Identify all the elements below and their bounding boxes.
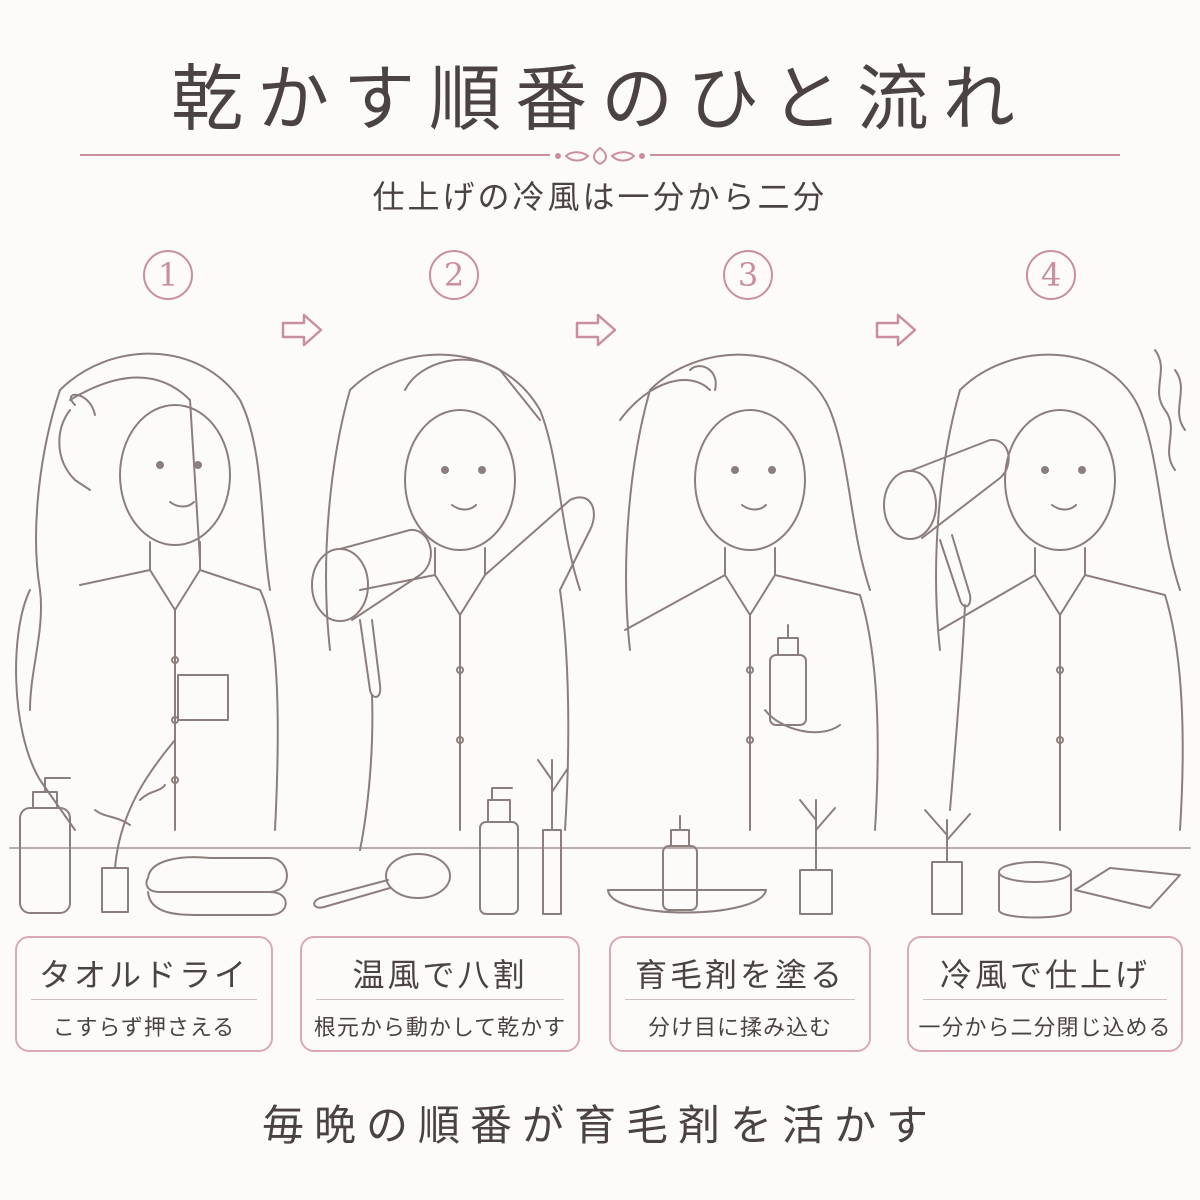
arrow-right-icon	[281, 313, 323, 347]
step-card-3: 育毛剤を塗る 分け目に揉み込む	[609, 936, 871, 1052]
step-description: 分け目に揉み込む	[647, 1016, 832, 1041]
illustration-scene	[9, 349, 1191, 919]
step-title: 育毛剤を塗る	[634, 956, 845, 994]
step-title: 温風で八割	[352, 956, 528, 994]
ornament-leaf-icon	[555, 146, 645, 166]
footer-caption: 毎晩の順番が育毛剤を活かす	[261, 1101, 938, 1150]
cream-jar	[998, 861, 1072, 919]
ornament-divider	[80, 146, 1120, 166]
step-number-1: 1	[143, 250, 193, 300]
figure-apply-tonic	[619, 353, 879, 831]
spray-bottle	[479, 787, 519, 915]
figure-warm-dryer	[311, 353, 595, 851]
card-divider	[31, 999, 257, 1000]
step-title: タオルドライ	[38, 956, 249, 994]
step-card-1: タオルドライ こすらず押さえる	[15, 936, 273, 1052]
step-title: 冷風で仕上げ	[939, 956, 1150, 994]
folded-cloth	[1074, 867, 1181, 909]
step-card-2: 温風で八割 根元から動かして乾かす	[300, 936, 580, 1052]
step-number-3: 3	[723, 250, 773, 300]
vase-with-flowers	[799, 799, 836, 915]
step-description: 一分から二分閉じ込める	[918, 1016, 1172, 1041]
card-divider	[923, 999, 1167, 1000]
figure-cool-dryer	[883, 349, 1186, 831]
step-number-2: 2	[429, 250, 479, 300]
hairbrush	[313, 853, 451, 909]
vase-with-sprigs	[924, 809, 971, 915]
step-description: こすらず押さえる	[52, 1016, 236, 1041]
tray-with-dropper	[607, 815, 767, 914]
vase-with-sprig	[94, 739, 176, 913]
figure-towel-dry	[15, 352, 279, 831]
subtitle: 仕上げの冷風は一分から二分	[372, 178, 828, 216]
page-title: 乾かす順番のひと流れ	[171, 57, 1029, 141]
step-card-4: 冷風で仕上げ 一分から二分閉じ込める	[907, 936, 1183, 1052]
arrow-right-icon	[875, 313, 917, 347]
step-description: 根元から動かして乾かす	[313, 1016, 567, 1041]
card-divider	[316, 999, 564, 1000]
card-divider	[625, 999, 855, 1000]
vase-tall	[537, 759, 569, 915]
folded-towel	[145, 856, 288, 916]
step-number-4: 4	[1026, 250, 1076, 300]
arrow-right-icon	[575, 313, 617, 347]
bottle-pump	[19, 777, 71, 914]
